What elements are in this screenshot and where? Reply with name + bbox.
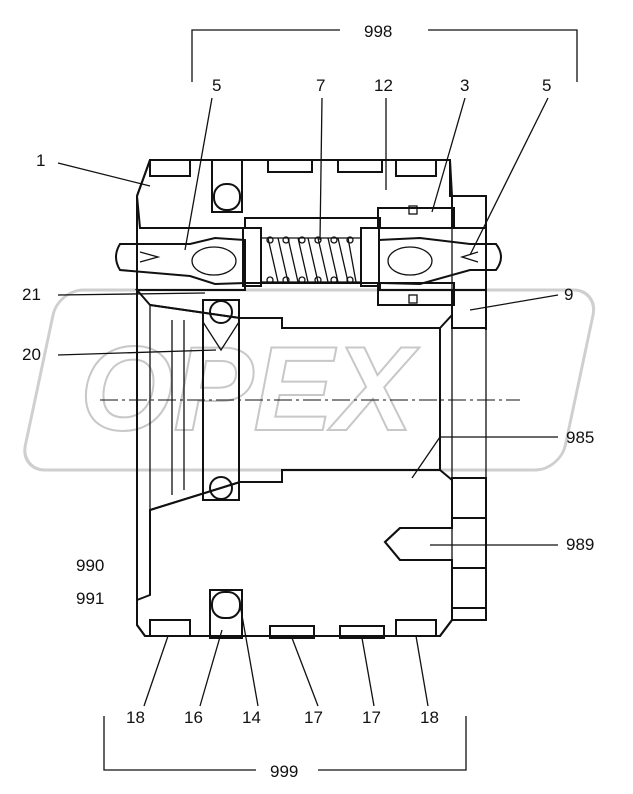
label-5-right: 5 xyxy=(542,76,551,95)
label-5-left: 5 xyxy=(212,76,221,95)
bracket-998 xyxy=(191,29,578,82)
label-16: 16 xyxy=(184,708,203,727)
label-985: 985 xyxy=(566,428,594,447)
label-3: 3 xyxy=(460,76,469,95)
leader-lines xyxy=(57,97,559,707)
label-18-right: 18 xyxy=(420,708,439,727)
watermark-text: OPEX xyxy=(80,322,420,456)
label-20: 20 xyxy=(22,345,41,364)
label-17-right: 17 xyxy=(362,708,381,727)
label-9: 9 xyxy=(564,285,573,304)
watermark-logo: OPEX xyxy=(23,288,596,472)
valve-channel xyxy=(115,227,502,287)
label-12: 12 xyxy=(374,76,393,95)
label-18-left: 18 xyxy=(126,708,145,727)
label-990: 990 xyxy=(76,556,104,575)
blind-hole xyxy=(383,527,452,561)
label-7: 7 xyxy=(316,76,325,95)
bracket-999 xyxy=(103,716,467,771)
side-plates xyxy=(451,195,487,609)
label-17-left: 17 xyxy=(304,708,323,727)
bottom-seals xyxy=(149,589,437,639)
label-998: 998 xyxy=(364,22,392,41)
top-seals xyxy=(149,159,437,213)
lower-body-section xyxy=(136,469,453,637)
callout-labels: 998 5 7 12 3 5 1 21 9 20 985 989 990 991… xyxy=(22,22,594,781)
label-991: 991 xyxy=(76,589,104,608)
label-1: 1 xyxy=(36,151,45,170)
label-989: 989 xyxy=(566,535,594,554)
label-999: 999 xyxy=(270,762,298,781)
label-14: 14 xyxy=(242,708,261,727)
label-21: 21 xyxy=(22,285,41,304)
